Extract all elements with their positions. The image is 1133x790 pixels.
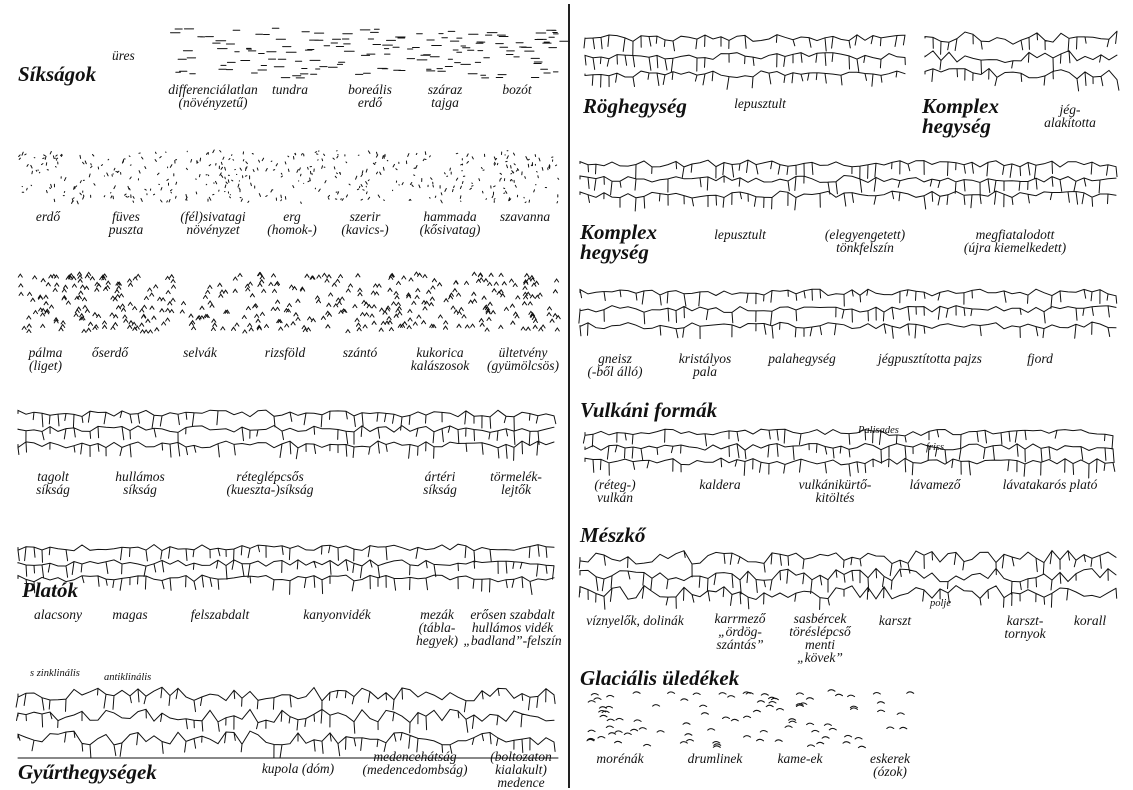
complex-title-top: Komplex hegység [922,96,999,136]
plains-title: Síkságok [18,64,96,84]
plains-biome-strip [18,150,558,202]
plains2-label-6: hammada (kősivatag) [405,210,495,236]
pen-hatching [587,690,914,748]
plains-label-3: boreális erdő [330,83,410,109]
plains4-label-1: tagolt síkság [18,470,88,496]
block-mountain-strip [585,20,905,92]
pen-hatching [583,429,1114,478]
volcanic-label-1: (réteg-) vulkán [585,478,645,504]
rocks-label-2: kristályos pala [665,352,745,378]
plateaus-title: Platók [22,580,78,600]
pen-hatching [18,544,554,594]
glacial-label-4: eskerek (ózok) [855,752,925,778]
glacial-title: Glaciális üledékek [580,668,739,688]
folded-label-1: kupola (dóm) [248,762,348,775]
pen-hatching [579,289,1117,338]
plains-relief-strip [18,398,558,460]
pen-hatching [580,160,1117,211]
plateaus-label-2: magas [100,608,160,621]
plains3-label-3: selvák [170,346,230,359]
plateaus-strip [18,532,558,594]
glacial-label-2: drumlinek [680,752,750,765]
plains3-label-7: ültetvény (gyümölcsös) [478,346,568,372]
folded-label-3: (boltozaton kialakult) medence [476,750,566,789]
plains-landuse-strip [18,275,558,333]
plains-empty-label: üres [112,49,135,62]
plateaus-label-1: alacsony [18,608,98,621]
pen-hatching [925,31,1119,91]
plains2-label-2: füves puszta [96,210,156,236]
rocks-label-4: jégpusztította pajzs [860,352,1000,365]
volcanic-label-4: lávamező [895,478,975,491]
limestone-label-6: korall [1060,614,1120,627]
plains-label-2: tundra [250,83,330,96]
volcanic-title: Vulkáni formák [580,400,717,420]
plateaus-label-4: kanyonvidék [292,608,382,621]
palisades-label: Palisades [858,425,899,436]
polje-label: polje [930,598,951,609]
complex-label-3: megfiatalodott (újra kiemelkedett) [940,228,1090,254]
pen-hatching [171,28,570,78]
plains4-label-5: törmelék- lejtők [476,470,556,496]
plains-vegetation-strip [170,28,560,78]
block-denuded-label: lepusztult [720,97,800,110]
plains3-label-5: szántó [330,346,390,359]
plains3-label-2: őserdő [80,346,140,359]
plains3-label-6: kukorica kalászosok [395,346,485,372]
plains-label-4: száraz tajga [405,83,485,109]
fresh-lava-label: friss [926,442,944,453]
rocks-label-5: fjord [1015,352,1065,365]
pen-hatching [18,410,556,460]
plains2-label-4: erg (homok-) [252,210,332,236]
glacial-strip [585,688,915,748]
plateaus-label-3: felszabdalt [175,608,265,621]
pen-hatching [584,35,905,90]
rocks-label-3: palahegység [752,352,852,365]
plains4-label-4: ártéri síkság [400,470,480,496]
limestone-strip [580,540,1120,610]
volcanic-strip [585,418,1120,476]
plains2-label-3: (fél)sivatagi növényzet [168,210,258,236]
plateaus-label-6: erősen szabdalt hullámos vidék „badland”… [455,608,570,647]
folded-title: Gyűrthegységek [18,762,157,782]
complex-label-1: lepusztult [700,228,780,241]
complex-title: Komplex hegység [580,222,657,262]
rock-types-strip [580,276,1120,342]
folded-mountains-strip [18,672,558,760]
volcanic-label-3: vulkánikürtő- kitöltés [780,478,890,504]
limestone-label-1: víznyelők, dolinák [580,614,690,627]
rocks-label-1: gneisz (-ből álló) [580,352,650,378]
plains2-label-7: szavanna [490,210,560,223]
plains4-label-2: hullámos síkság [100,470,180,496]
pen-hatching [18,272,560,333]
limestone-label-2: karrmező „ördög- szántás” [705,612,775,651]
complex-mountain-strip [580,148,1120,210]
volcanic-label-5: lávatakarós plató [985,478,1115,491]
plains-label-5: bozót [482,83,552,96]
pen-hatching [19,150,559,204]
plains3-label-1: pálma (liget) [18,346,73,372]
plains2-label-1: erdő [18,210,78,223]
folded-label-2: medencehátság (medencedombság) [350,750,480,776]
limestone-label-5: karszt- tornyok [990,614,1060,640]
pen-hatching [579,551,1116,610]
pen-hatching [16,687,558,758]
volcanic-label-2: kaldera [680,478,760,491]
limestone-label-3: sasbércek töréslépcső menti „kövek” [780,612,860,664]
complex-label-2: (elegyengetett) tönkfelszín [800,228,930,254]
plains3-label-4: rizsföld [250,346,320,359]
glacial-label-3: kame-ek [765,752,835,765]
limestone-label-4: karszt [870,614,920,627]
glacial-label-1: morénák [585,752,655,765]
glacier-label: jég- alakította [1035,103,1105,129]
column-divider [568,4,570,788]
glaciated-mountain-strip [925,20,1120,92]
plains2-label-5: szerir (kavics-) [330,210,400,236]
block-mountain-title: Röghegység [583,96,687,116]
plains4-label-3: réteglépcsős (kueszta-)síkság [200,470,340,496]
